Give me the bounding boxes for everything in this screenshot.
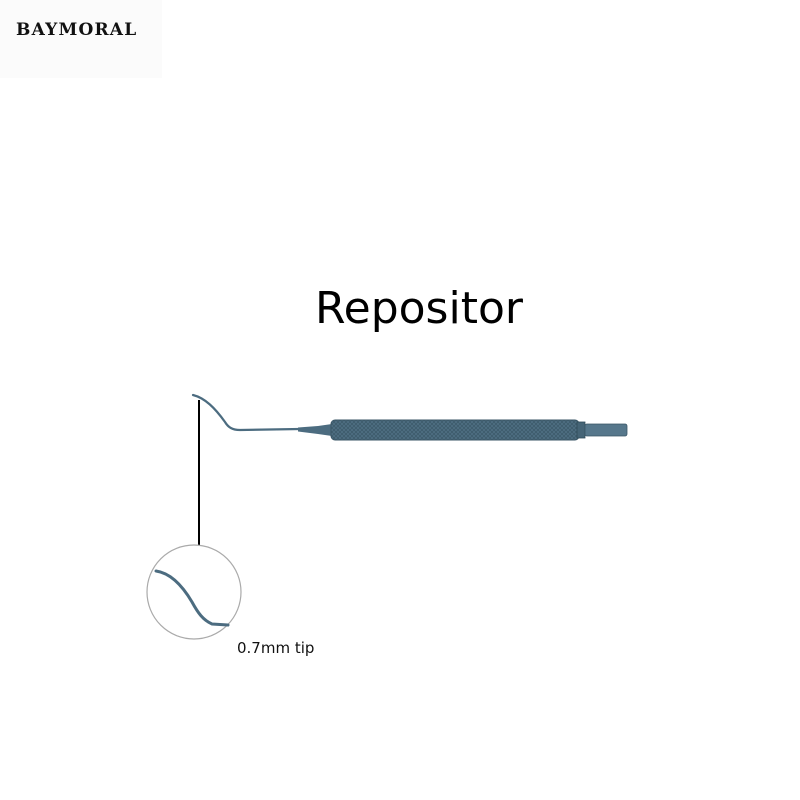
repositor-neck-icon xyxy=(298,424,332,436)
repositor-collar-icon xyxy=(576,421,586,439)
repositor-tip-icon xyxy=(191,393,302,432)
logo-area: BAYMORAL xyxy=(0,0,162,78)
magnified-tip-icon xyxy=(154,569,230,627)
brand-logo: BAYMORAL xyxy=(16,20,138,40)
magnifier-circle-icon xyxy=(146,544,242,640)
tip-size-label: 0.7mm tip xyxy=(237,639,315,657)
product-title: Repositor xyxy=(315,283,523,334)
repositor-handle-icon xyxy=(330,419,580,441)
repositor-end-icon xyxy=(584,423,628,437)
